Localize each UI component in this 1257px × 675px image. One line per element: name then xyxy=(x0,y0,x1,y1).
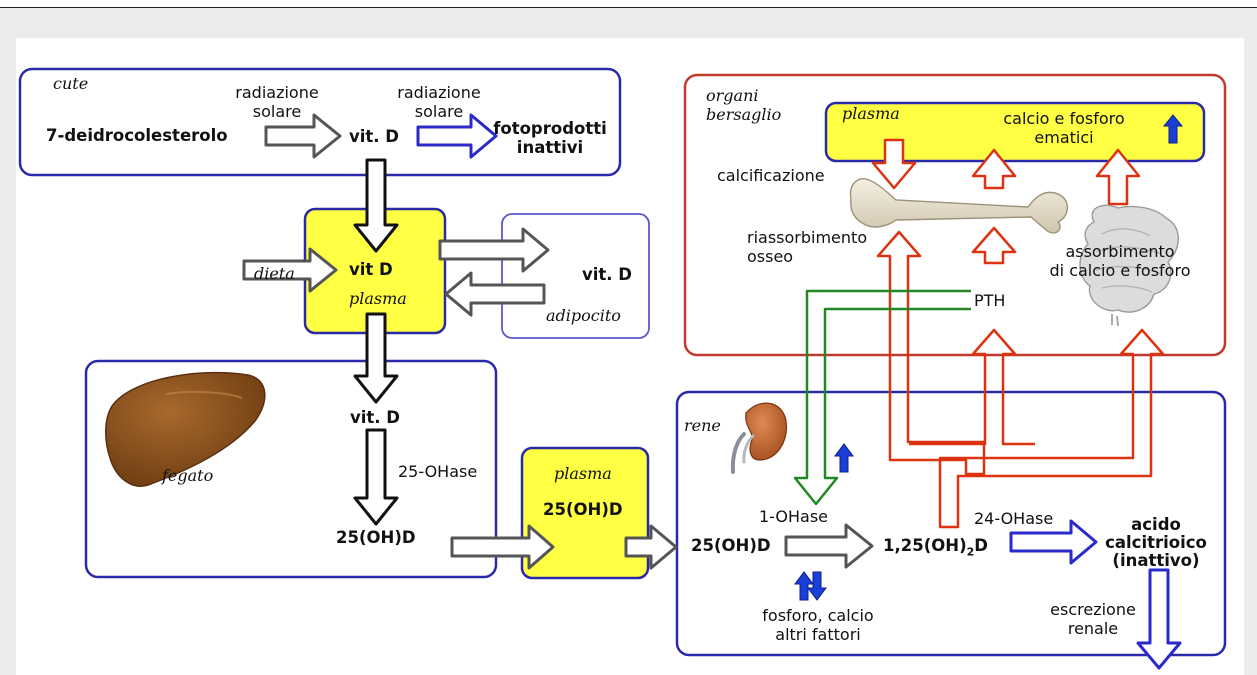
arrow-25ohase xyxy=(353,428,399,526)
label-riassorbimento-osseo: riassorbimento osseo xyxy=(747,228,868,266)
label-25ohd-plasma: 25(OH)D xyxy=(543,500,623,519)
label-fegato: fegato xyxy=(162,466,214,485)
label-calcificazione: calcificazione xyxy=(717,166,825,185)
label-assorbimento: assorbimento di calcio e fosforo xyxy=(1049,242,1191,280)
label-calcitriol: 1,25(OH)2D xyxy=(883,536,988,559)
arrow-calcitriol-to-targets xyxy=(938,328,1165,529)
label-dieta: dieta xyxy=(254,264,295,283)
label-plasma-3: plasma xyxy=(842,104,900,123)
arrow-bone-to-plasma xyxy=(971,148,1017,190)
label-25ohd-kidney: 25(OH)D xyxy=(691,536,771,555)
factor-up-indicator xyxy=(794,571,814,601)
label-1-ohase: 1-OHase xyxy=(759,507,829,526)
label-adipocito: adipocito xyxy=(546,306,621,325)
label-organi-bersaglio: organi bersaglio xyxy=(706,86,782,124)
arrow-intestine-to-plasma xyxy=(1095,148,1141,206)
label-25-ohase: 25-OHase xyxy=(398,462,478,481)
vitamin-d-metabolism-diagram xyxy=(18,67,1227,670)
label-rene: rene xyxy=(684,416,721,435)
arrow-kidney-to-pth xyxy=(909,328,1035,446)
top-rule xyxy=(0,0,1257,8)
label-radiazione-solare-2: radiazione solare xyxy=(397,83,481,121)
label-25ohd-liver: 25(OH)D xyxy=(336,528,416,547)
label-fosforo-calcio: fosforo, calcio altri fattori xyxy=(762,606,874,644)
arrow-1ohase xyxy=(784,523,874,569)
arrow-7dhc-to-vitd xyxy=(264,113,342,159)
arrow-vitd-to-photoproducts xyxy=(416,113,498,159)
arrow-24ohase xyxy=(1009,519,1098,565)
label-fotoprodotti: fotoprodotti inattivi xyxy=(493,119,607,157)
liver-icon xyxy=(105,371,266,487)
label-7-deidrocolesterolo: 7-deidrocolesterolo xyxy=(46,126,228,145)
kidney-icon xyxy=(730,402,787,474)
label-calcitriol-end: D xyxy=(974,536,988,555)
label-escrezione-renale: escrezione renale xyxy=(1050,600,1136,638)
femur-icon xyxy=(849,178,1068,234)
arrow-plasma-to-liver xyxy=(353,312,399,404)
label-vitd-adipocyte: vit. D xyxy=(582,265,633,284)
label-vitd-plasma: vit D xyxy=(349,260,393,279)
label-cute: cute xyxy=(53,74,89,93)
label-vitd-liver: vit. D xyxy=(350,408,401,427)
label-calcitriol-main: 1,25(OH) xyxy=(883,536,967,555)
arrow-calcitriol-to-bone-resorption xyxy=(876,230,986,476)
arrow-diet-to-plasma xyxy=(242,247,338,293)
arrow-plasma-to-adipocyte xyxy=(438,227,550,273)
arrow-renal-excretion xyxy=(1136,568,1182,670)
arrow-plasma-to-bone xyxy=(871,138,917,190)
label-calcitriol-sub: 2 xyxy=(966,545,975,559)
arrow-adipocyte-to-plasma xyxy=(444,271,546,317)
label-pth: PTH xyxy=(974,291,1006,310)
label-vitd-skin: vit. D xyxy=(349,127,400,146)
plasma-box-3 xyxy=(824,101,1206,163)
factor-down-indicator xyxy=(807,571,827,601)
arrow-pth-to-bone xyxy=(971,226,1017,265)
label-calcio-fosforo: calcio e fosforo ematici xyxy=(1003,109,1125,147)
label-plasma-2: plasma xyxy=(554,464,612,483)
label-acido-calcitrioico: acido calcitrioico (inattivo) xyxy=(1105,515,1207,570)
pth-up-indicator xyxy=(834,443,854,473)
intestine-icon xyxy=(1079,204,1179,327)
arrow-plasma2-to-kidney xyxy=(624,524,678,570)
blood-calcium-up-indicator xyxy=(1162,114,1184,144)
arrow-liver-to-plasma2 xyxy=(450,524,555,570)
arrow-skin-to-plasma xyxy=(353,158,399,253)
figure-canvas: cute radiazione solare radiazione solare… xyxy=(16,38,1244,675)
arrow-pth-to-1ohase xyxy=(793,289,971,506)
label-plasma-1: plasma xyxy=(349,289,407,308)
label-radiazione-solare-1: radiazione solare xyxy=(235,83,319,121)
figure-frame: cute radiazione solare radiazione solare… xyxy=(0,8,1257,675)
label-24-ohase: 24-OHase xyxy=(974,509,1054,528)
